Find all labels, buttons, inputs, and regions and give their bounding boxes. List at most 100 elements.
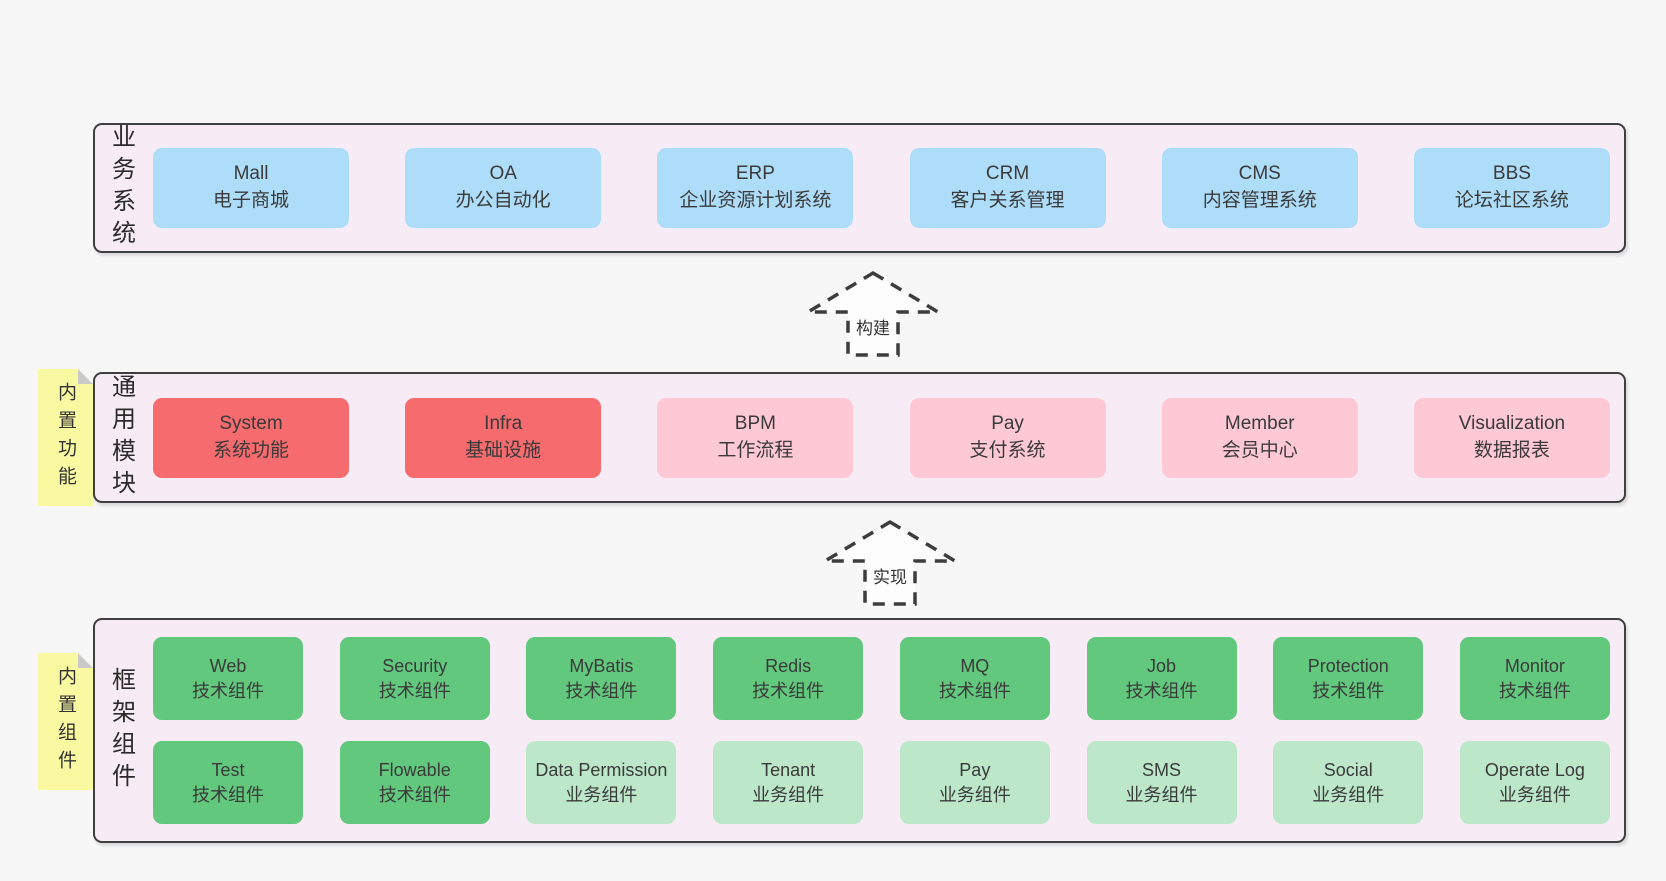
box-title: System bbox=[219, 412, 283, 434]
box-subtitle: 技术组件 bbox=[565, 680, 638, 701]
system-box-cms: CMS 内容管理系统 bbox=[1161, 148, 1358, 228]
layer-title: 框架组件 bbox=[95, 620, 147, 841]
sticky-note-builtin-components: 内置组件 bbox=[38, 653, 93, 790]
box-subtitle: 技术组件 bbox=[378, 784, 451, 805]
arrow-label: 实现 bbox=[872, 563, 908, 588]
box-subtitle: 技术组件 bbox=[752, 680, 825, 701]
sticky-note-text: 内置组件 bbox=[55, 665, 76, 778]
box-subtitle: 会员中心 bbox=[1221, 439, 1298, 461]
component-box-mybatis: MyBatis 技术组件 bbox=[526, 637, 677, 720]
box-title: Mall bbox=[233, 163, 269, 185]
box-title: MQ bbox=[960, 656, 990, 677]
module-box-system: System 系统功能 bbox=[153, 397, 349, 478]
box-subtitle: 系统功能 bbox=[212, 439, 289, 461]
box-subtitle: 业务组件 bbox=[1125, 784, 1198, 805]
component-box-data-permission: Data Permission 业务组件 bbox=[526, 741, 677, 824]
box-title: SMS bbox=[1142, 760, 1182, 781]
module-box-visualization: Visualization 数据报表 bbox=[1413, 397, 1610, 478]
box-title: CRM bbox=[985, 163, 1030, 185]
box-title: Web bbox=[209, 656, 247, 677]
box-subtitle: 技术组件 bbox=[1312, 680, 1385, 701]
component-box-test: Test 技术组件 bbox=[153, 741, 303, 824]
box-title: Pay bbox=[959, 760, 991, 781]
box-title: MyBatis bbox=[569, 656, 634, 677]
system-box-erp: ERP 企业资源计划系统 bbox=[657, 148, 854, 228]
sticky-note-text: 内置功能 bbox=[55, 381, 76, 494]
implement-arrow: 实现 bbox=[822, 519, 958, 607]
box-subtitle: 业务组件 bbox=[1312, 784, 1385, 805]
box-subtitle: 数据报表 bbox=[1473, 439, 1550, 461]
layer-title-text: 通用模块 bbox=[107, 373, 135, 502]
box-title: Flowable bbox=[378, 760, 451, 781]
framework-components-row-1: Web 技术组件 Security 技术组件 MyBatis 技术组件 Redi… bbox=[153, 637, 1610, 720]
box-subtitle: 业务组件 bbox=[938, 784, 1011, 805]
box-title: Security bbox=[382, 656, 448, 677]
system-box-oa: OA 办公自动化 bbox=[405, 148, 602, 228]
box-subtitle: 业务组件 bbox=[1498, 784, 1571, 805]
box-subtitle: 业务组件 bbox=[565, 784, 638, 805]
box-title: BBS bbox=[1492, 163, 1531, 185]
arrow-label: 构建 bbox=[855, 314, 891, 339]
component-box-tenant: Tenant 业务组件 bbox=[713, 741, 864, 824]
box-subtitle: 技术组件 bbox=[1498, 680, 1571, 701]
box-title: Tenant bbox=[761, 760, 816, 781]
component-box-protection: Protection 技术组件 bbox=[1273, 637, 1424, 720]
box-title: Test bbox=[211, 760, 245, 781]
box-title: OA bbox=[489, 163, 517, 185]
layer-title-text: 框架组件 bbox=[107, 666, 135, 795]
box-title: Monitor bbox=[1504, 656, 1565, 677]
box-subtitle: 办公自动化 bbox=[455, 190, 551, 211]
box-title: Social bbox=[1323, 760, 1373, 781]
layer-title: 业务系统 bbox=[95, 124, 147, 252]
component-box-security: Security 技术组件 bbox=[339, 637, 490, 720]
framework-components-row-2: Test 技术组件 Flowable 技术组件 Data Permission … bbox=[153, 741, 1610, 824]
box-title: BPM bbox=[734, 412, 776, 434]
box-subtitle: 技术组件 bbox=[378, 680, 451, 701]
module-box-infra: Infra 基础设施 bbox=[405, 397, 602, 478]
box-title: CMS bbox=[1238, 163, 1281, 185]
module-box-pay: Pay 支付系统 bbox=[909, 397, 1106, 478]
system-box-bbs: BBS 论坛社区系统 bbox=[1413, 148, 1610, 228]
component-box-mq: MQ 技术组件 bbox=[899, 637, 1050, 720]
box-subtitle: 技术组件 bbox=[192, 784, 264, 805]
common-modules-boxes: System 系统功能 Infra 基础设施 BPM 工作流程 Pay 支付系统… bbox=[147, 374, 1624, 501]
component-box-pay: Pay 业务组件 bbox=[899, 741, 1050, 824]
box-subtitle: 工作流程 bbox=[717, 439, 794, 461]
box-title: Redis bbox=[765, 656, 812, 677]
common-modules-layer: 通用模块 System 系统功能 Infra 基础设施 BPM 工作流程 Pay… bbox=[93, 372, 1626, 503]
component-box-flowable: Flowable 技术组件 bbox=[339, 741, 490, 824]
box-title: Visualization bbox=[1458, 412, 1566, 434]
box-subtitle: 业务组件 bbox=[752, 784, 825, 805]
box-title: ERP bbox=[735, 163, 775, 185]
business-systems-boxes: Mall 电子商城 OA 办公自动化 ERP 企业资源计划系统 CRM 客户关系… bbox=[147, 125, 1624, 251]
box-subtitle: 技术组件 bbox=[938, 680, 1011, 701]
box-subtitle: 论坛社区系统 bbox=[1454, 190, 1569, 211]
box-subtitle: 技术组件 bbox=[1125, 680, 1198, 701]
framework-components-boxes: Web 技术组件 Security 技术组件 MyBatis 技术组件 Redi… bbox=[147, 620, 1624, 841]
box-subtitle: 内容管理系统 bbox=[1202, 190, 1317, 211]
box-title: Protection bbox=[1307, 656, 1389, 677]
sticky-note-builtin-features: 内置功能 bbox=[38, 369, 93, 506]
box-title: Operate Log bbox=[1484, 760, 1585, 781]
component-box-operate-log: Operate Log 业务组件 bbox=[1459, 741, 1610, 824]
box-subtitle: 客户关系管理 bbox=[950, 190, 1065, 211]
box-title: Data Permission bbox=[535, 760, 668, 781]
component-box-job: Job 技术组件 bbox=[1086, 637, 1237, 720]
layer-title-text: 业务系统 bbox=[107, 124, 135, 252]
business-systems-layer: 业务系统 Mall 电子商城 OA 办公自动化 ERP 企业资源计划系统 CRM… bbox=[93, 123, 1626, 253]
box-title: Pay bbox=[991, 412, 1024, 434]
box-title: Job bbox=[1147, 656, 1177, 677]
module-box-bpm: BPM 工作流程 bbox=[657, 397, 854, 478]
box-subtitle: 电子商城 bbox=[212, 190, 289, 211]
system-box-mall: Mall 电子商城 bbox=[153, 148, 349, 228]
system-box-crm: CRM 客户关系管理 bbox=[909, 148, 1106, 228]
component-box-redis: Redis 技术组件 bbox=[713, 637, 864, 720]
box-title: Member bbox=[1224, 412, 1295, 434]
box-subtitle: 企业资源计划系统 bbox=[679, 190, 832, 211]
layer-title: 通用模块 bbox=[95, 373, 147, 502]
component-box-social: Social 业务组件 bbox=[1273, 741, 1424, 824]
module-box-member: Member 会员中心 bbox=[1161, 397, 1358, 478]
build-arrow: 构建 bbox=[805, 270, 941, 358]
component-box-monitor: Monitor 技术组件 bbox=[1459, 637, 1610, 720]
box-title: Infra bbox=[484, 412, 523, 434]
